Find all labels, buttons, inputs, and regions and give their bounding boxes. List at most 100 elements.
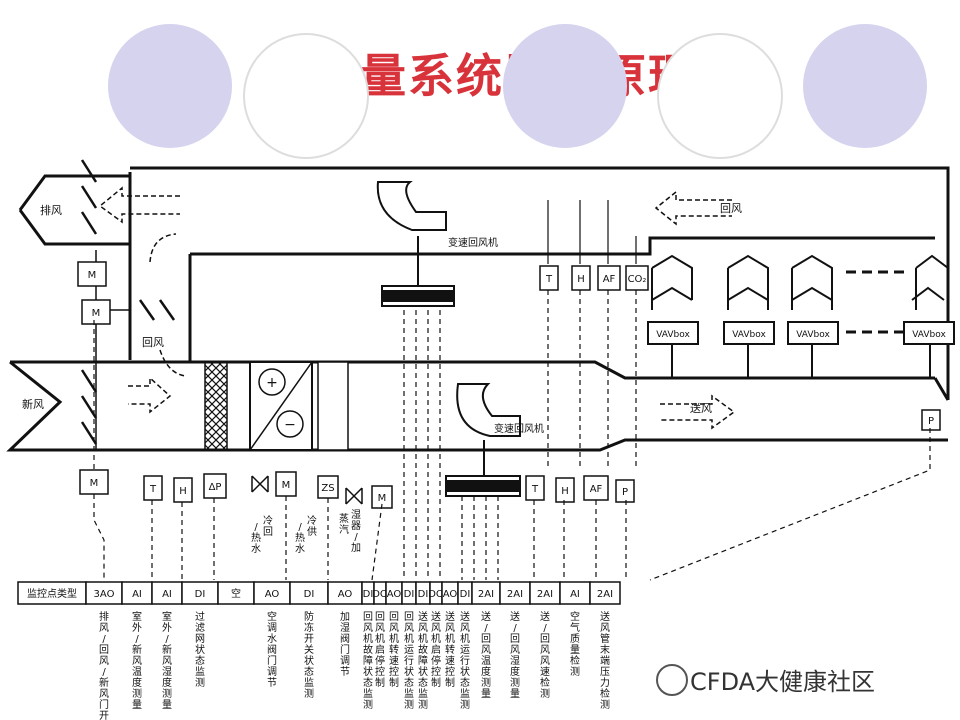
vav-branches [651, 254, 949, 378]
sensor-bottom-label: AF [590, 484, 603, 495]
exhaust-label: 排风 [40, 203, 62, 217]
table-type: DI [363, 589, 374, 600]
sensor-bottom-label: T [149, 484, 157, 495]
table-header: 监控点类型 [27, 587, 77, 600]
table-type: DI [195, 589, 206, 600]
vav-box [903, 321, 955, 345]
table-type: 2AI [537, 589, 553, 600]
sensor-top [539, 265, 559, 291]
valve-icon [345, 487, 363, 505]
table-description: 回风机启停控制 [375, 611, 385, 689]
signal-wires-top [547, 200, 637, 264]
table-description: 送风机故障状态监测 [418, 610, 428, 711]
sensor-bottom-label: T [531, 484, 539, 495]
table-description: 空调水阀门调节 [267, 610, 277, 689]
table-description: 送风机转速控制 [445, 610, 455, 689]
valve-label: 蒸汽 [339, 513, 349, 536]
table-type: 2AI [507, 589, 523, 600]
table-type: AI [162, 589, 172, 600]
valve-icon [251, 475, 269, 493]
table-description: 回风机故障状态监测 [363, 611, 373, 711]
sensor-top-label: CO₂ [628, 274, 647, 285]
coil-cool-symbol: − [284, 417, 296, 433]
table-type: 2AI [597, 589, 613, 600]
table-description: 送风机运行状态监测 [460, 610, 470, 711]
vav-box [723, 321, 775, 345]
table-description: 排风/回风/新风门开度调节 [99, 610, 109, 720]
table-description: 空气质量检测 [570, 610, 580, 678]
table-description: 送风管末端压力检测 [600, 610, 610, 711]
supply-fan [445, 383, 521, 497]
table-type: AI [570, 589, 580, 600]
sensor-top-label: H [577, 274, 585, 285]
fresh-air-label: 新风 [22, 397, 44, 411]
valve-label: 冷回 [263, 514, 273, 538]
return-label: 回风 [142, 336, 164, 349]
sensor-bottom [921, 409, 941, 431]
sensor-bottom [525, 475, 545, 501]
watermark: CFDA大健康社区 [690, 668, 876, 696]
vav-box [787, 321, 839, 345]
table-type: AO [265, 589, 280, 600]
sensor-top [597, 265, 621, 291]
valve-label: /热水 [251, 522, 261, 555]
sensor-bottom-label: M [282, 480, 291, 491]
table-type: AI [132, 589, 142, 600]
decorative-circles [108, 24, 927, 159]
sensor-bottom-label: M [378, 493, 387, 504]
table-description: 送/回风温度测量 [481, 610, 491, 700]
table-type: AO [443, 589, 458, 600]
table-type: DI [460, 589, 471, 600]
table-type-cell [589, 581, 621, 605]
table-description: 送风机启停控制 [431, 610, 441, 689]
supply-label: 送风 [690, 401, 712, 415]
sensor-bottom-label: P [622, 487, 628, 498]
table-type: DO [428, 589, 444, 600]
table-description: 回风机转速控制 [389, 611, 399, 689]
damper-actuator-label: M [88, 270, 97, 281]
wechat-icon [656, 664, 688, 696]
table-description: 回风机运行状态监测 [404, 611, 414, 711]
sensor-bottom [555, 477, 575, 503]
table-type: AO [338, 589, 353, 600]
table-type: DI [304, 589, 315, 600]
vav-box-label: VAVbox [912, 330, 946, 340]
table-type: DI [404, 589, 415, 600]
table-type: 2AI [478, 589, 494, 600]
valve-label: 冷供 [307, 514, 317, 538]
table-type: 3AO [94, 589, 115, 600]
table-type: DI [418, 589, 429, 600]
table-description: 防冻开关状态监测 [304, 610, 314, 700]
valve-label: /热水 [295, 522, 305, 555]
table-description: 送/回风风速检测 [540, 610, 550, 700]
duct-outline [6, 166, 950, 452]
table-type: DO [372, 589, 388, 600]
damper-actuator [77, 261, 107, 287]
return-top-label: 回风 [720, 202, 742, 215]
sensor-bottom-label: H [179, 486, 187, 497]
return-fan-label: 变速回风机 [448, 236, 498, 249]
sensor-bottom [203, 473, 227, 499]
sensor-top-label: T [545, 274, 553, 285]
sensor-bottom [615, 479, 635, 503]
damper-actuator-label: M [92, 308, 101, 319]
supply-fan-label: 变速回风机 [494, 422, 544, 435]
damper-actuator [81, 299, 111, 325]
table-type: AO [387, 589, 402, 600]
sensor-bottom-label: ZS [321, 483, 334, 494]
sensor-top-label: AF [603, 274, 616, 285]
vav-box [647, 321, 699, 345]
sensor-top [625, 265, 649, 291]
sensor-bottom-label: P [928, 416, 934, 427]
sensor-bottom [143, 475, 163, 501]
table-type: 空 [231, 587, 241, 600]
sensor-bottom-label: H [561, 486, 569, 497]
vav-box-label: VAVbox [796, 330, 830, 340]
signal-lines [93, 290, 931, 581]
